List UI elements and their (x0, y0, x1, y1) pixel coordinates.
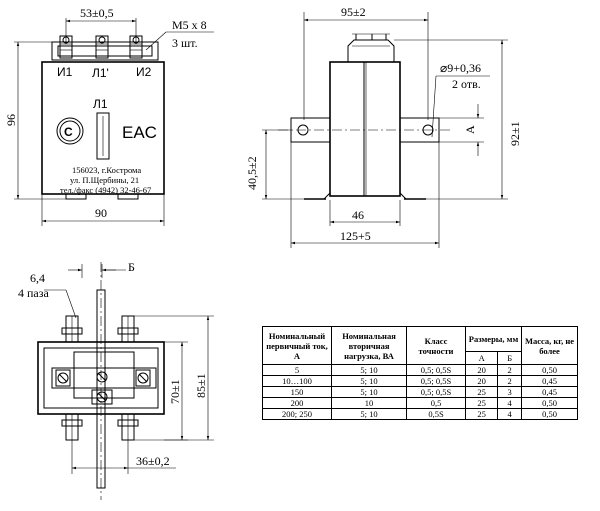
hole-qty: 2 отв. (452, 77, 481, 91)
terminal-l1-prime: Л1' (92, 66, 109, 80)
terminal-screw-right (129, 35, 143, 59)
table-cell: 20 (464, 375, 499, 387)
slot-qty: 4 паза (18, 286, 49, 300)
side-body (329, 61, 401, 197)
front-dim-height: 96 (4, 114, 18, 126)
certification-c-icon: С (56, 117, 84, 145)
th-accuracy-class: Класс точности (406, 326, 466, 365)
bottom-view: 6,4 4 паза Б (18, 260, 214, 500)
th-primary-current: Номинальный первичный ток, А (262, 326, 332, 365)
table-cell: 200 (262, 397, 332, 409)
th-secondary-load: Номинальная вторичная нагрузка, ВА (331, 326, 407, 365)
table-row: 5 5; 10 0,5; 0,5S 20 2 0,50 (262, 364, 578, 376)
table-cell: 5; 10 (331, 408, 407, 420)
bottom-body-inner (43, 347, 159, 409)
th-dim-b: Б (497, 351, 523, 365)
hole-dim: ⌀9+0,36 (440, 61, 481, 75)
table-cell: 10…100 (262, 375, 332, 387)
bottom-dim-outer: 85±1 (194, 373, 208, 398)
front-body (41, 61, 165, 195)
bottom-terminal-screws (55, 369, 151, 405)
front-dim-top: 53±0,5 (80, 6, 114, 20)
table-cell: 0,45 (521, 375, 578, 387)
screw-label: M5 x 8 (172, 18, 207, 32)
side-dim-overall: 125+5 (340, 229, 371, 243)
table-row: 200; 250 5; 10 0,5S 25 4 0,50 (262, 408, 578, 420)
terminal-i2: И2 (136, 65, 152, 79)
table-cell: 200; 250 (262, 408, 332, 420)
table-cell: 10 (331, 397, 407, 409)
primary-slot (96, 112, 110, 160)
table-cell: 2 (497, 375, 523, 387)
table-cell: 150 (262, 386, 332, 398)
dim-b: Б (128, 260, 135, 274)
table-row: 200 10 0,5 25 4 0,50 (262, 397, 578, 409)
table-cell: 5 (262, 364, 332, 376)
th-dim-a: А (464, 351, 499, 365)
address-line-3: тел./факс (4942) 32-46-67 (60, 185, 151, 195)
address-line-2: ул. П.Щербины, 21 (70, 175, 139, 185)
table-cell: 0,5 (406, 397, 466, 409)
table-cell: 25 (464, 408, 499, 420)
side-dim-top: 95±2 (341, 5, 366, 19)
th-dimensions: Размеры, мм (464, 326, 523, 352)
side-dim-height: 92±1 (508, 121, 522, 146)
table-cell: 0,5S (406, 408, 466, 420)
table-cell: 25 (464, 386, 499, 398)
upper-clamps (61, 315, 139, 343)
table-row: 10…100 5; 10 0,5; 0,5S 20 2 0,45 (262, 375, 578, 387)
bottom-body-outer (37, 341, 165, 415)
table-cell: 0,5; 0,5S (406, 386, 466, 398)
table-cell: 4 (497, 408, 523, 420)
specification-table: Номинальный первичный ток, А Номинальная… (262, 326, 578, 420)
front-view: 53±0,5 M5 x 8 3 шт. (4, 6, 214, 226)
bottom-dim-inner: 70±1 (168, 379, 182, 404)
screw-qty: 3 шт. (172, 36, 198, 50)
front-dim-width: 90 (95, 206, 107, 220)
table-cell: 3 (497, 386, 523, 398)
bottom-dim-bottom: 36±0,2 (136, 454, 170, 468)
side-view: 95±2 ⌀9+0,36 2 отв. А (245, 5, 522, 248)
side-dim-low: 40,5±2 (245, 156, 259, 190)
dim-a: А (463, 125, 477, 134)
table-cell: 0,50 (521, 364, 578, 376)
side-dim-base: 46 (352, 208, 364, 222)
table-cell: 0,50 (521, 408, 578, 420)
terminal-i1: И1 (57, 65, 73, 79)
table-cell: 5; 10 (331, 386, 407, 398)
table-cell: 4 (497, 397, 523, 409)
table-cell: 20 (464, 364, 499, 376)
terminal-screw-left (59, 35, 73, 59)
lower-clamps (61, 413, 139, 441)
th-mass: Масса, кг, не более (521, 326, 578, 365)
address-line-1: 156023, г.Кострома (72, 165, 141, 175)
mark-c: С (64, 125, 73, 139)
slot-dim: 6,4 (30, 271, 45, 285)
terminal-screw-middle (95, 35, 109, 59)
table-cell: 5; 10 (331, 375, 407, 387)
table-cell: 0,5; 0,5S (406, 375, 466, 387)
table-cell: 25 (464, 397, 499, 409)
eac-mark-icon: EAC (122, 123, 157, 142)
table-cell: 0,45 (521, 386, 578, 398)
table-cell: 5; 10 (331, 364, 407, 376)
table-cell: 2 (497, 364, 523, 376)
table-cell: 0,5; 0,5S (406, 364, 466, 376)
table-row: 150 5; 10 0,5; 0,5S 25 3 0,45 (262, 386, 578, 398)
table-cell: 0,50 (521, 397, 578, 409)
terminal-l1: Л1 (93, 97, 108, 111)
